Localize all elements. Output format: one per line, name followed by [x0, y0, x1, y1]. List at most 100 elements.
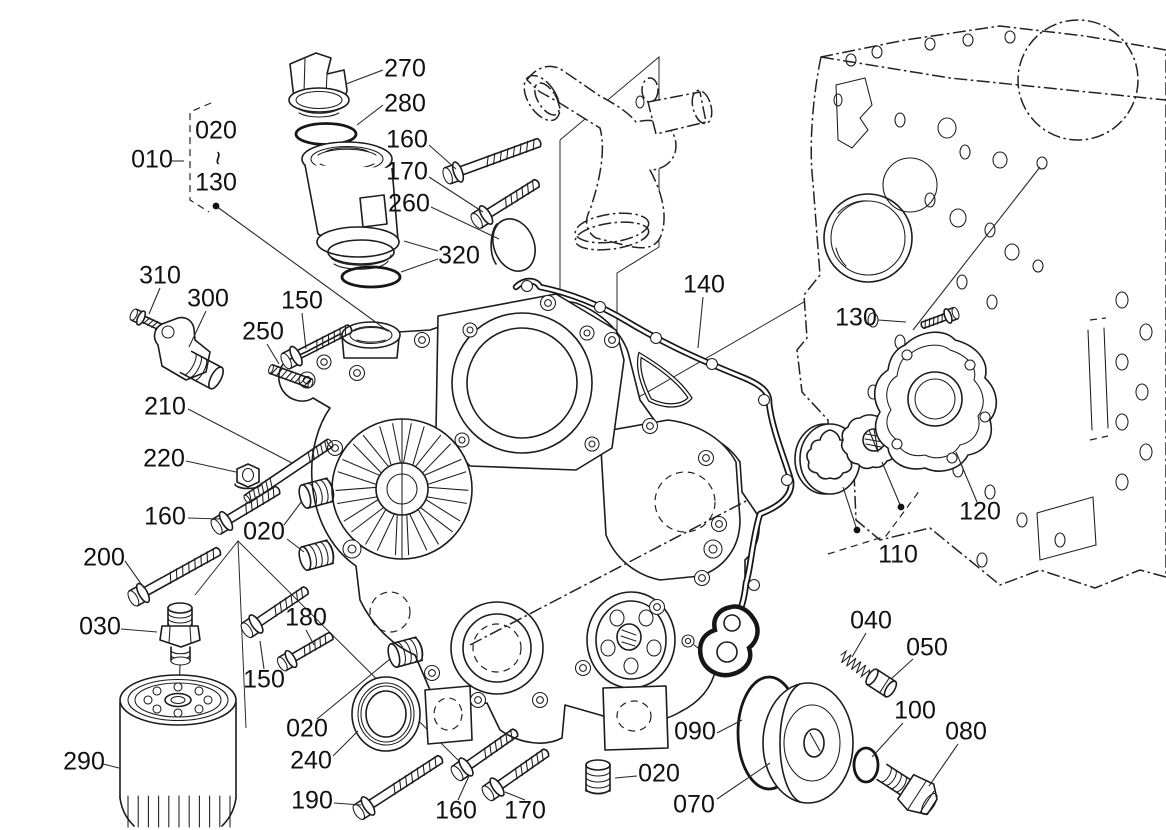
callout-030: 030: [79, 613, 121, 641]
leader-line-050: [890, 658, 914, 680]
case-gasket: [512, 277, 795, 678]
leader-line-310: [148, 287, 161, 315]
leader-line-260: [430, 206, 500, 240]
leader-line-140: [697, 296, 704, 349]
hex-plug: [876, 763, 938, 816]
leader-line-160-top: [428, 144, 457, 170]
bolt-190: [348, 748, 449, 824]
callout-010: 010: [131, 146, 173, 174]
callout-020-group: 020: [195, 117, 237, 145]
oil-filter-cartridge: [119, 674, 237, 828]
callout-160-left: 160: [144, 503, 186, 531]
leader-line-080: [928, 743, 959, 787]
leader-line-110: [881, 461, 902, 508]
callout-130-right: 130: [835, 304, 877, 332]
filler-boss: [341, 321, 401, 359]
filler-plug-cap: [490, 218, 536, 272]
leader-line-300: [188, 310, 207, 348]
callout-tilde: ~: [203, 151, 231, 166]
plug-oring: [852, 746, 880, 784]
callout-170-bottom: 170: [504, 797, 546, 825]
leader-line-020-left: [283, 500, 303, 526]
callout-050: 050: [906, 634, 948, 662]
callout-150-top: 150: [281, 287, 323, 315]
leader-line-160-left: [187, 517, 222, 520]
nut-220: [234, 463, 262, 490]
bolt-160-top: [439, 131, 545, 188]
callout-210: 210: [144, 393, 186, 421]
leader-line-070: [716, 762, 771, 800]
leader-line-150-top: [301, 312, 307, 350]
drawing-code: 1J090-201-10: [1038, 828, 1131, 830]
gasket-holes: [520, 279, 794, 592]
oil-pump-outer-rotor: [794, 423, 861, 495]
plug-020-d: [585, 759, 611, 795]
oil-pump-cover: [873, 331, 998, 472]
callout-090: 090: [674, 718, 716, 746]
oil-filter-joint: [159, 602, 201, 695]
callout-130-group: 130: [195, 169, 237, 197]
callout-310: 310: [139, 262, 181, 290]
leader-dot-010: [212, 202, 220, 210]
callout-020-bottom-center: 020: [638, 760, 680, 788]
leader-line-150-bottom: [259, 640, 265, 670]
leader-line-160-bottom: [457, 775, 470, 801]
leader-line-090: [716, 719, 743, 734]
leader-dot-110: [853, 526, 861, 534]
leader-line-290: [102, 763, 120, 769]
speed-sensor-300: [153, 316, 224, 390]
leader-line-010: [215, 205, 389, 332]
leader-line-170-bottom: [504, 791, 526, 801]
callout-280: 280: [384, 90, 426, 118]
leader-line-020-bottom-left: [316, 658, 391, 720]
group-bracket-010: [189, 102, 212, 213]
callout-070: 070: [673, 791, 715, 819]
leader-dot-110: [897, 503, 905, 511]
callout-270: 270: [384, 55, 426, 83]
oil-filler-cap: [288, 52, 350, 118]
bolt-170-bottom: [477, 742, 555, 806]
leader-line-100: [871, 722, 904, 758]
leader-line-180: [305, 629, 315, 646]
callout-200: 200: [83, 544, 125, 572]
crankshaft-oil-seal: [351, 676, 421, 752]
case-bolt-bosses: [326, 294, 728, 709]
water-return-pipe: [523, 65, 713, 251]
callout-190: 190: [291, 787, 333, 815]
callout-260: 260: [388, 190, 430, 218]
callout-150-bottom: 150: [243, 666, 285, 694]
callout-140: 140: [683, 271, 725, 299]
leader-line-040: [851, 632, 867, 658]
gear-case-cover: [278, 293, 760, 751]
callout-250: 250: [242, 318, 284, 346]
leader-line-320: [400, 258, 439, 273]
callout-110: 110: [878, 541, 918, 569]
callout-180: 180: [285, 604, 327, 632]
callout-020-left: 020: [243, 518, 285, 546]
callout-170-top: 170: [386, 158, 428, 186]
leader-line-030: [120, 628, 158, 633]
callout-300: 300: [187, 285, 229, 313]
ribbed-boss: [331, 418, 473, 560]
bearing-cover: [762, 682, 854, 804]
relief-valve-spring: [840, 649, 871, 679]
leader-line-200: [124, 560, 145, 589]
relief-valve-piston: [865, 668, 898, 698]
filler-neck-oring: [340, 265, 402, 289]
leader-line-170-top: [428, 176, 484, 213]
group-bracket-110: [827, 489, 921, 555]
callout-160-top: 160: [386, 126, 428, 154]
leader-line-210: [187, 408, 293, 464]
callout-040: 040: [850, 607, 892, 635]
leader-line-130-right: [877, 319, 907, 323]
callout-290: 290: [63, 748, 105, 776]
callout-220: 220: [143, 445, 185, 473]
leader-line-130-right: [912, 166, 1041, 331]
plug-020-b: [296, 538, 337, 573]
callout-240: 240: [290, 747, 332, 775]
pto-wheel: [586, 591, 676, 689]
callout-320: 320: [438, 242, 480, 270]
